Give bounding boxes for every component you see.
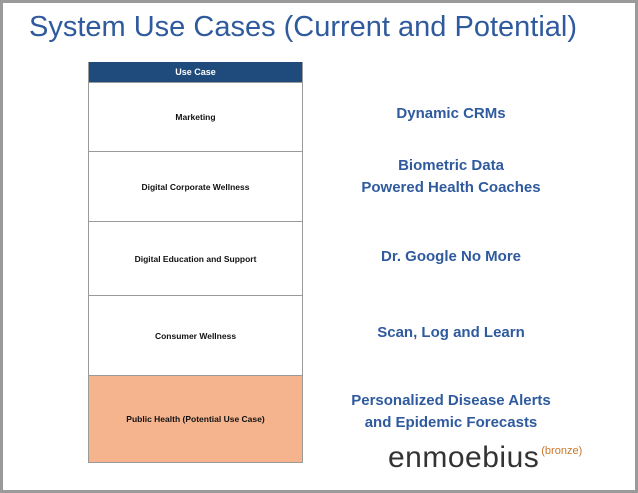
use-case-line: Dr. Google No More (380, 248, 521, 265)
use-case-scan-log-learn: Scan, Log and Learn (316, 322, 586, 344)
use-case-disease-alerts: Personalized Disease Alerts and Epidemic… (316, 390, 586, 434)
logo-wordmark: enmoebius (388, 441, 540, 474)
enmoebius-logo: enmoebius (bronze) (388, 443, 582, 473)
table-row-corporate-wellness: Digital Corporate Wellness (89, 151, 302, 221)
table-row-public-health: Public Health (Potential Use Case) (89, 375, 302, 462)
table-header: Use Case (89, 62, 302, 82)
table-row-marketing: Marketing (89, 82, 302, 151)
use-case-dr-google: Dr. Google No More (316, 246, 586, 268)
use-case-table: Use Case Marketing Digital Corporate Wel… (88, 62, 303, 463)
table-row-consumer-wellness: Consumer Wellness (89, 295, 302, 375)
use-case-line: Scan, Log and Learn (377, 324, 525, 341)
use-case-line: Dynamic CRMs (396, 105, 506, 122)
use-case-line: Personalized Disease Alerts (351, 392, 551, 409)
use-case-line: Powered Health Coaches (361, 179, 541, 196)
table-row-education-support: Digital Education and Support (89, 221, 302, 295)
use-case-biometric-data: Biometric Data Powered Health Coaches (316, 155, 586, 199)
use-case-dynamic-crms: Dynamic CRMs (316, 103, 586, 125)
logo-tier: (bronze) (541, 445, 583, 457)
slide-title: System Use Cases (Current and Potential) (29, 11, 577, 43)
slide: System Use Cases (Current and Potential)… (3, 3, 635, 490)
use-case-line: Biometric Data (398, 157, 504, 174)
use-case-line: and Epidemic Forecasts (364, 414, 538, 431)
